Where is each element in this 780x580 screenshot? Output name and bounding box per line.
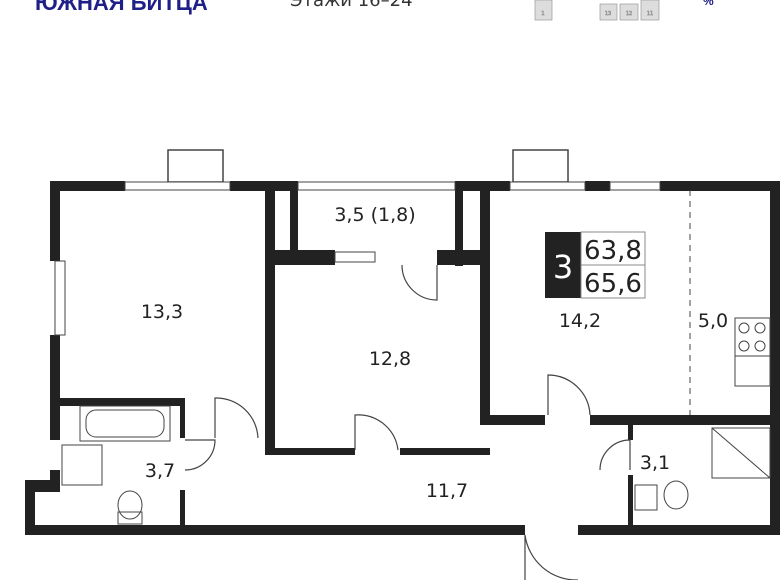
room-area-balcony: 3,5 (1,8) — [334, 204, 415, 226]
minimap-label: 11 — [647, 11, 653, 17]
minimap: 1 13 12 11 — [534, 0, 660, 21]
fixtures — [61, 190, 771, 525]
walls — [25, 181, 780, 535]
minimap-label: 1 — [541, 11, 544, 17]
room-area-kitchen: 5,0 — [698, 310, 728, 332]
minimap-section-13 — [599, 3, 618, 21]
shower-icon — [711, 427, 771, 479]
windows — [54, 181, 661, 336]
rooms-count: 3 — [553, 248, 573, 286]
living-area: 63,8 — [584, 236, 642, 266]
total-area: 65,6 — [584, 269, 642, 299]
minimap-label: 13 — [605, 11, 611, 17]
room-area-bedroom-middle: 12,8 — [369, 348, 411, 370]
minimap-section-1 — [534, 0, 553, 21]
window-boxes — [167, 149, 569, 183]
sink-icon — [634, 484, 658, 511]
minimap-section-12 — [619, 3, 639, 21]
kitchen-sink-icon — [734, 355, 771, 387]
stove-icon — [734, 317, 771, 357]
bathtub-icon — [79, 405, 171, 442]
toilet-icon — [117, 490, 143, 520]
room-area-living: 14,2 — [559, 310, 601, 332]
brand-logo: ЮЖНАЯ БИТЦА — [35, 0, 208, 15]
room-area-bathroom-right: 3,1 — [640, 452, 670, 474]
room-area-hall: 11,7 — [426, 480, 468, 502]
toilet-icon — [663, 480, 689, 510]
minimap-section-11 — [640, 0, 660, 21]
minimap-label: 12 — [626, 11, 632, 17]
room-area-bathroom-left: 3,7 — [145, 460, 175, 482]
percent-mark: % — [703, 0, 714, 8]
room-area-bedroom-left: 13,3 — [141, 301, 183, 323]
floors-label: Этажи 16–24 — [290, 0, 413, 11]
sink-icon — [61, 444, 103, 486]
apartment-badge: 3 63,8 65,6 — [545, 231, 646, 299]
doors — [184, 264, 631, 580]
